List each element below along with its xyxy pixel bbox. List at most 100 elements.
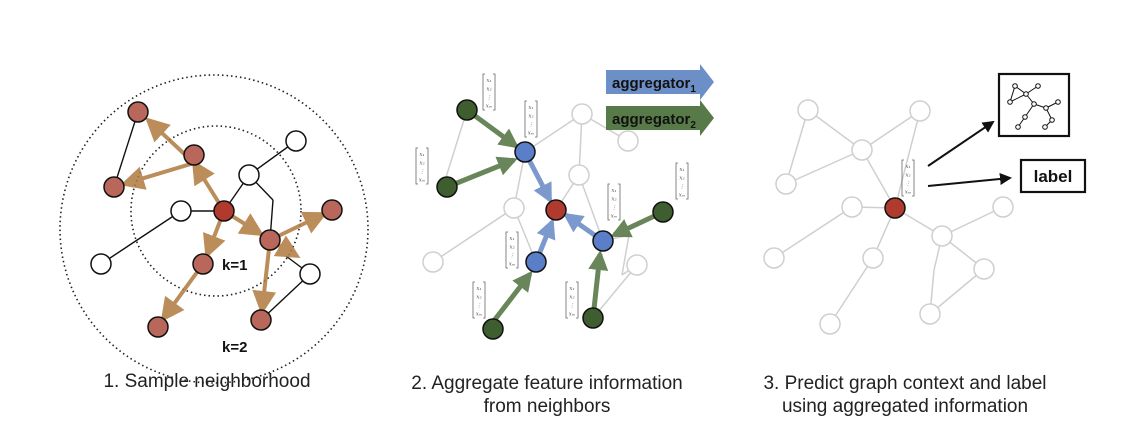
feature-vector-entry: x₂ [679, 176, 684, 182]
outer-neighborhood-ring [59, 74, 369, 384]
feature-vector-entry: x₂ [486, 87, 491, 93]
svg-text:aggregator2: aggregator2 [612, 111, 696, 131]
aggregator2-arrow: aggregator2 [606, 100, 714, 136]
feature-vector-entry: xₘ [679, 193, 685, 199]
gray-node [841, 196, 863, 218]
feature-vector-entry: x₂ [528, 114, 533, 120]
feature-vector-entry: x₁ [476, 286, 481, 292]
feature-vector-entry: x₁ [419, 152, 424, 158]
hop1-node [592, 230, 614, 252]
feature-vector-entry: xₘ [509, 262, 515, 268]
target-node [545, 199, 567, 221]
feature-vector-entry: xₘ [419, 178, 425, 184]
feature-vector-entry: xₘ [611, 214, 617, 220]
hop2-node [582, 307, 604, 329]
feature-vector-entry: x₂ [476, 295, 481, 301]
graph-nodes [90, 101, 343, 338]
graph-nodes [436, 99, 674, 340]
inner-neighborhood-ring [130, 125, 302, 297]
aggregator2-subscript: 2 [690, 120, 696, 131]
feature-vector-entry: xₘ [569, 312, 575, 318]
feature-vector-entry: ⋮ [419, 169, 425, 175]
gray-node [763, 247, 785, 269]
gray-node [422, 251, 444, 273]
feature-vector: x₁ x₂ ⋮ xₘ [607, 183, 621, 221]
context-arrow [927, 120, 995, 167]
gray-node [973, 258, 995, 280]
gray-node [797, 99, 819, 121]
feature-vector-entry: xₘ [476, 312, 482, 318]
gray-node [931, 225, 953, 247]
feature-vector-entry: x₁ [486, 78, 491, 84]
feature-vector-entry: x₂ [419, 161, 424, 167]
aggregator1-subscript: 1 [690, 84, 696, 95]
hop2-node [436, 176, 458, 198]
sampled-node [103, 176, 125, 198]
inner-ring-label: k=1 [222, 257, 247, 274]
feature-vector-entry: ⋮ [476, 303, 482, 309]
feature-vector-entry: x₂ [611, 197, 616, 203]
white-node [299, 263, 321, 285]
gray-node [617, 130, 639, 152]
hop2-node [652, 201, 674, 223]
white-node [285, 130, 307, 152]
gray-node [775, 173, 797, 195]
caption-line: from neighbors [483, 396, 611, 417]
aggregator1-arrow: aggregator1 [606, 64, 714, 100]
feature-vector-entry: ⋮ [611, 205, 617, 211]
hop1-node [514, 141, 536, 163]
gray-node [819, 313, 841, 335]
panel-sample-neighborhood: k=1 k=2 [59, 74, 369, 384]
caption-panel-1: 1. Sample neighborhood [62, 370, 352, 393]
feature-vector-entry: ⋮ [486, 95, 492, 101]
graph-edges [100, 111, 311, 321]
feature-vector-entry: x₁ [569, 286, 574, 292]
graph-nodes [763, 99, 1014, 335]
aggregator2-label: aggregator [612, 111, 691, 128]
hop2-node [482, 318, 504, 340]
aggregator1-label: aggregator [612, 75, 691, 92]
target-node [884, 197, 906, 219]
feature-vector-entry: ⋮ [509, 253, 515, 259]
feature-vector: x₁ x₂ ⋮ xₘ [472, 281, 486, 319]
graph-edges [432, 109, 638, 319]
feature-vector-entry: x₁ [509, 236, 514, 242]
sampled-node [147, 316, 169, 338]
feature-vector: x₁ x₂ ⋮ xₘ [482, 73, 496, 111]
graph-edges [773, 109, 1004, 325]
gray-node [503, 197, 525, 219]
caption-panel-3: 3. Predict graph context and label using… [725, 372, 1085, 418]
caption-line: using aggregated information [781, 396, 1029, 417]
feature-vector-entry: xₘ [486, 104, 492, 110]
feature-vector-entry: xₘ [528, 131, 534, 137]
graph-context-box [997, 72, 1071, 138]
feature-vector: x₁ x₂ ⋮ xₘ [415, 147, 429, 185]
gray-node [568, 164, 590, 186]
caption-line: 3. Predict graph context and label [763, 373, 1047, 394]
sampled-node [321, 199, 343, 221]
sampled-node [192, 253, 214, 275]
feature-vector: x₁ x₂ ⋮ xₘ [565, 281, 579, 319]
caption-line: 2. Aggregate feature information [411, 373, 683, 394]
label-box: label [1019, 158, 1087, 194]
svg-text:aggregator1: aggregator1 [612, 75, 696, 95]
gray-node [992, 196, 1014, 218]
gray-node [626, 254, 648, 276]
feature-vector-entry: x₁ [679, 167, 684, 173]
outer-ring-label: k=2 [222, 339, 247, 356]
gray-node [862, 247, 884, 269]
feature-vector-entry: x₁ [905, 164, 910, 170]
feature-vector-entry: ⋮ [569, 303, 575, 309]
feature-vector-entry: x₁ [611, 188, 616, 194]
feature-vector-entry: x₂ [569, 295, 574, 301]
caption-line: 1. Sample neighborhood [103, 371, 311, 392]
hop1-node [525, 251, 547, 273]
graph-nodes [422, 103, 648, 276]
white-node [90, 253, 112, 275]
feature-vector-entry: ⋮ [905, 181, 911, 187]
gray-node [909, 100, 931, 122]
